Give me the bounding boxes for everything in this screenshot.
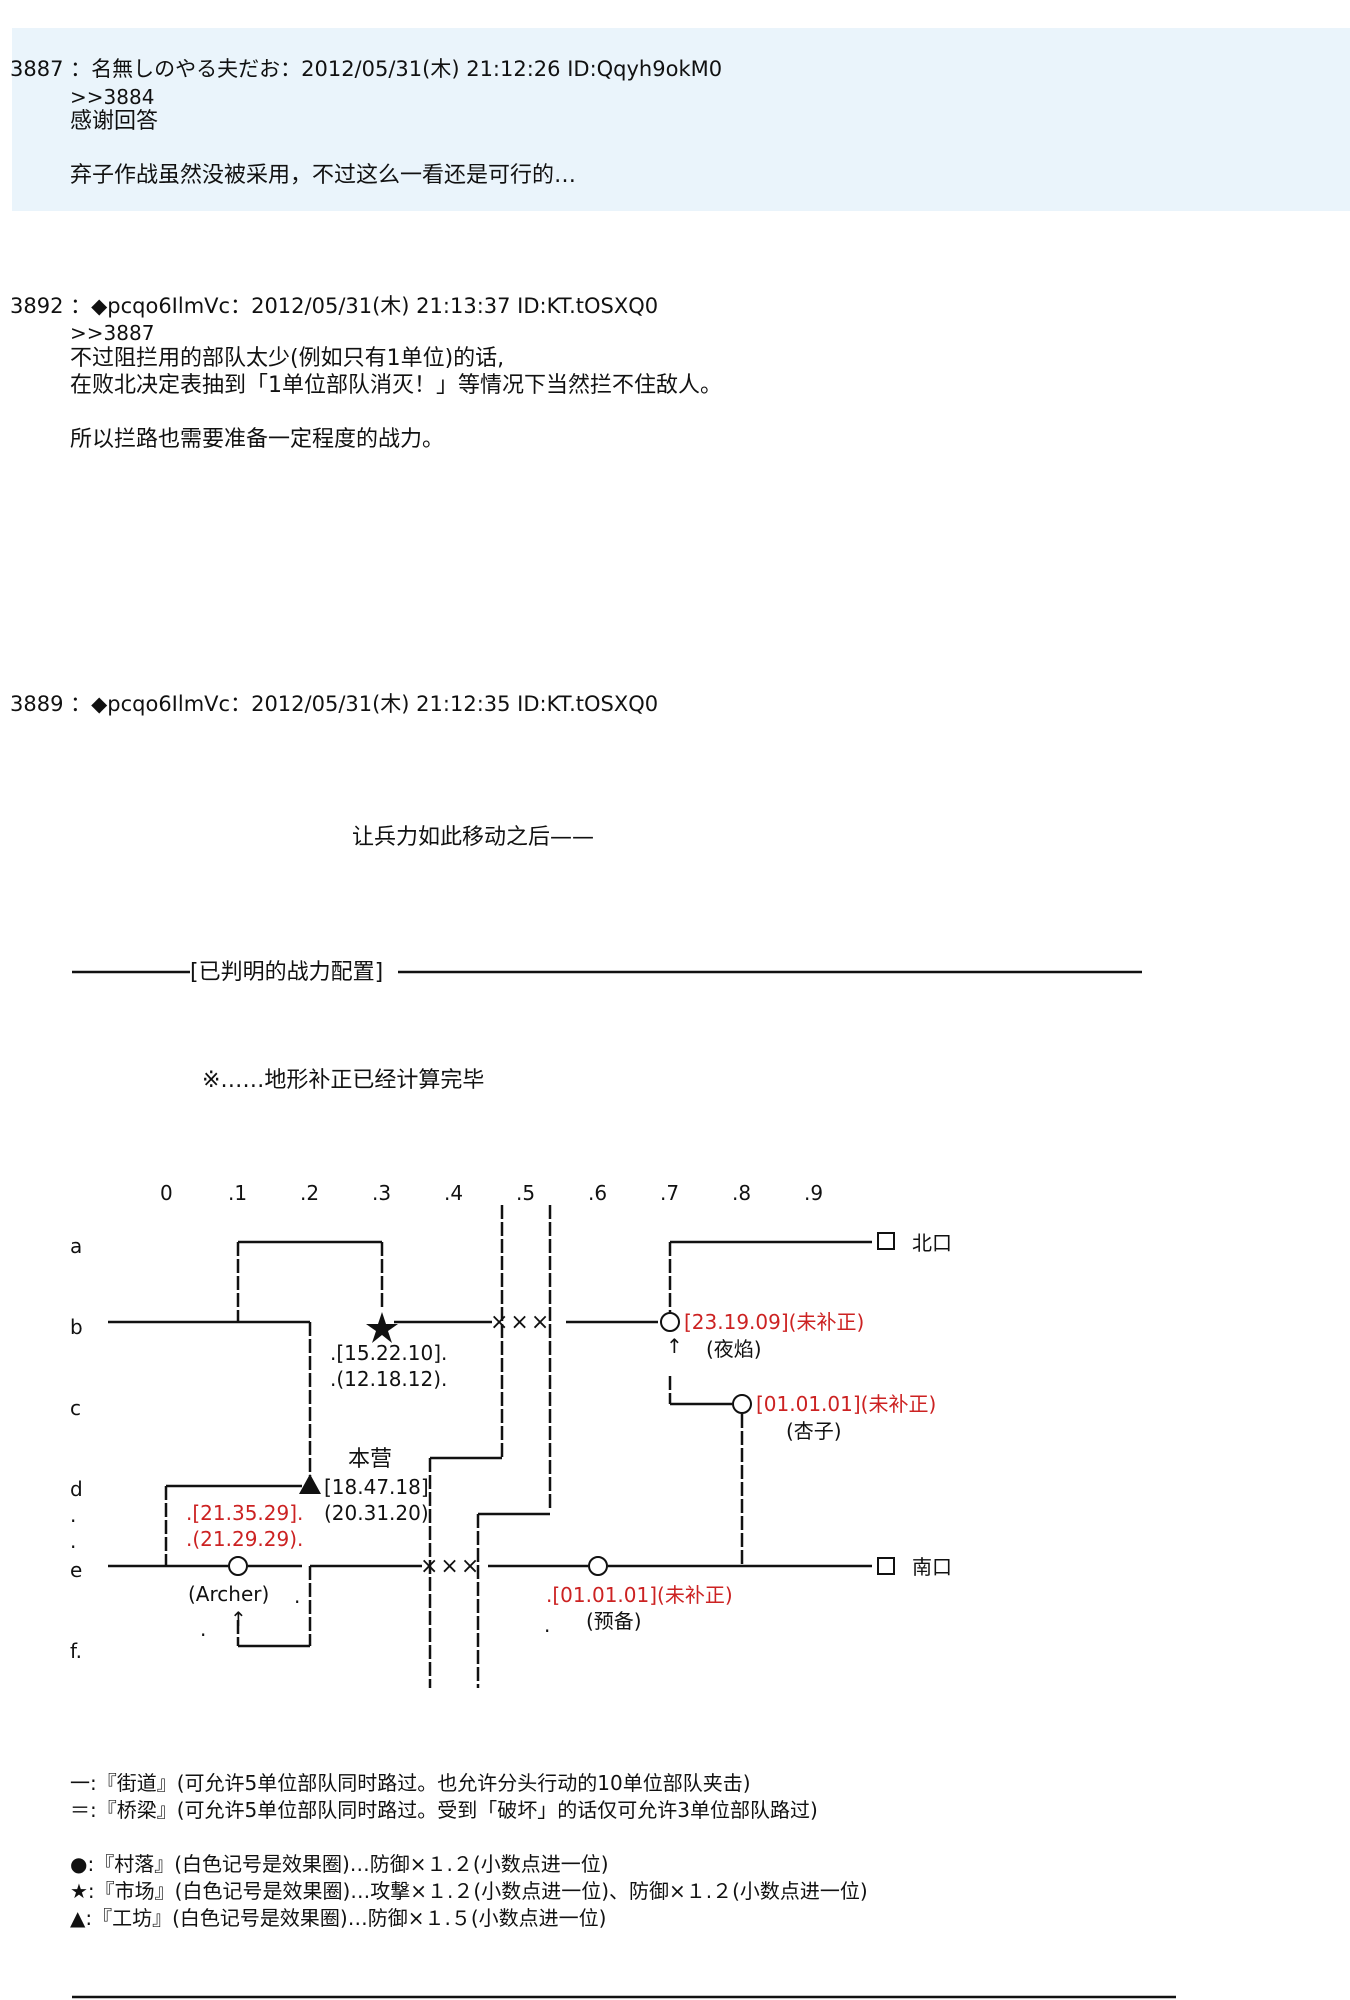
section-title: [已判明的战力配置] <box>190 960 384 985</box>
dot-mark: . <box>544 1613 551 1637</box>
post-header: 3889 ：◆pcqo6IlmVc：2012/05/31(木) 21:12:35… <box>10 692 659 716</box>
col-label: .4 <box>444 1181 464 1205</box>
col-label: 0 <box>160 1181 173 1205</box>
post-header: 3887 ：名無しのやる夫だお：2012/05/31(木) 21:12:26 I… <box>10 57 723 81</box>
kyoko-values: [01.01.01](未补正) <box>756 1392 937 1416</box>
col-label: .1 <box>228 1181 248 1205</box>
reserve-values: .[01.01.01](未补正) <box>546 1583 733 1607</box>
hq-values: (20.31.20) <box>324 1501 429 1525</box>
col-label: .7 <box>660 1181 680 1205</box>
north-exit-label: 北口 <box>912 1231 952 1255</box>
south-exit-box <box>877 1557 895 1575</box>
arrow-up-icon: ↑ <box>230 1607 247 1631</box>
bridge-marks-top: ××× <box>490 1310 552 1335</box>
kyoko-name: (杏子) <box>786 1419 842 1443</box>
col-label: .2 <box>300 1181 320 1205</box>
dot-mark: . <box>294 1584 301 1608</box>
arrow-up-icon: ↑ <box>666 1334 683 1358</box>
reply-link[interactable]: >>3884 <box>70 85 155 109</box>
legend-workshop: ▲:『工坊』(白色记号是效果圈)…防御×１.５(小数点进一位) <box>70 1906 607 1930</box>
yaen-values: [23.19.09](未补正) <box>684 1310 865 1334</box>
village-circle-yaen <box>660 1312 680 1332</box>
row-label: . <box>70 1529 77 1553</box>
legend-bridge: ＝:『桥梁』(可允许5单位部队同时路过。受到「破坏」的话仅可允许3单位部队路过) <box>70 1798 818 1822</box>
post-line: 在败北决定表抽到「1单位部队消灭！」等情况下当然拦不住敌人。 <box>70 373 722 398</box>
row-label: . <box>70 1503 77 1527</box>
row-label: c <box>70 1396 81 1420</box>
archer-name: (Archer) <box>188 1582 270 1606</box>
post-line: 弃子作战虽然没被采用，不过这么一看还是可行的… <box>70 163 577 188</box>
yaen-name: (夜焰) <box>706 1337 762 1361</box>
post-line: 所以拦路也需要准备一定程度的战力。 <box>70 427 445 452</box>
market-values: .[15.22.10]. <box>330 1341 448 1365</box>
row-label: b <box>70 1315 83 1339</box>
col-label: .9 <box>804 1181 824 1205</box>
north-exit-box <box>877 1232 895 1250</box>
col-label: .8 <box>732 1181 752 1205</box>
col-label: .5 <box>516 1181 536 1205</box>
village-circle-kyoko <box>732 1394 752 1414</box>
village-circle-reserve <box>588 1556 608 1576</box>
workshop-triangle <box>299 1474 321 1494</box>
post-3887-background <box>12 28 1350 211</box>
bridge-marks-bottom: ××× <box>420 1554 482 1579</box>
hq-title: 本营 <box>348 1447 393 1472</box>
note-text: ※……地形补正已经计算完毕 <box>202 1068 485 1093</box>
row-label: f. <box>70 1639 82 1663</box>
dot-mark: . <box>200 1617 207 1641</box>
row-label: a <box>70 1234 83 1258</box>
archer-values: .(21.29.29). <box>186 1527 304 1551</box>
map-lines <box>72 970 1176 1999</box>
legend-market: ★:『市场』(白色记号是效果圈)…攻撃×１.２(小数点进一位)、防御×１.２(小… <box>70 1879 868 1903</box>
legend-village: ●:『村落』(白色记号是效果圈)…防御×１.２(小数点进一位) <box>70 1852 609 1876</box>
post-header: 3892 ：◆pcqo6IlmVc：2012/05/31(木) 21:13:37… <box>10 294 659 318</box>
col-label: .3 <box>372 1181 392 1205</box>
south-exit-label: 南口 <box>912 1555 952 1579</box>
reply-link[interactable]: >>3887 <box>70 321 155 345</box>
hq-values: [18.47.18] <box>324 1475 429 1499</box>
post-line: 感谢回答 <box>70 109 159 134</box>
row-label: d <box>70 1477 83 1501</box>
village-circle-archer <box>228 1556 248 1576</box>
market-values: .(12.18.12). <box>330 1367 448 1391</box>
row-label: e <box>70 1558 83 1582</box>
col-label: .6 <box>588 1181 608 1205</box>
reserve-name: (预备) <box>586 1609 642 1633</box>
archer-values: .[21.35.29]. <box>186 1501 304 1525</box>
legend-road: 一:『街道』(可允许5单位部队同时路过。也允许分头行动的10单位部队夹击) <box>70 1771 751 1795</box>
market-star <box>366 1312 398 1343</box>
intro-text: 让兵力如此移动之后—— <box>352 825 595 850</box>
post-line: 不过阻拦用的部队太少(例如只有1单位)的话, <box>70 346 505 371</box>
